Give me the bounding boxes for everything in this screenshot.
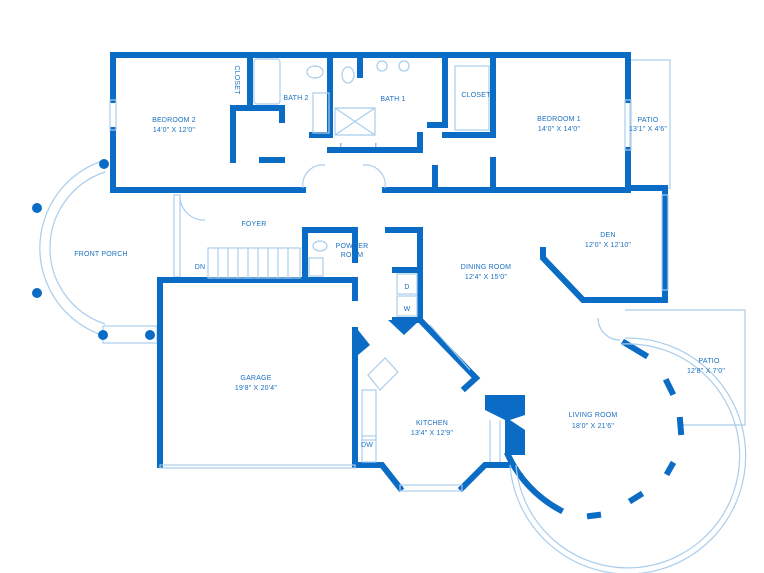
stairs-icon bbox=[207, 247, 301, 279]
dishwasher-label: DW bbox=[361, 442, 373, 449]
porch-column-icon bbox=[32, 288, 42, 298]
toilet-icon bbox=[312, 240, 328, 252]
den-label: DEN bbox=[600, 232, 615, 239]
linen-closet-label: L bbox=[375, 143, 379, 150]
patio-outlines bbox=[625, 59, 746, 426]
washer-label: W bbox=[404, 306, 411, 313]
stove-icon bbox=[367, 357, 399, 391]
porch-column-icon bbox=[99, 159, 109, 169]
porch-column-icon bbox=[145, 330, 155, 340]
sink-icon bbox=[308, 257, 324, 277]
dining-room-size: 12'4" X 15'0" bbox=[465, 274, 507, 281]
kitchen-label: KITCHEN bbox=[416, 420, 448, 427]
shower-icon bbox=[334, 107, 376, 136]
closet-rod bbox=[454, 65, 490, 131]
foyer-label: FOYER bbox=[241, 221, 266, 228]
dryer-label: D bbox=[404, 284, 409, 291]
room-labels: BEDROOM 2 14'0" X 12'0" CLOSET BATH 2 BA… bbox=[74, 65, 725, 449]
linen-closet-label: L bbox=[340, 143, 344, 150]
living-room-label: LIVING ROOM bbox=[569, 412, 618, 419]
front-porch-label: FRONT PORCH bbox=[74, 251, 127, 258]
patio-label: PATIO bbox=[638, 117, 659, 124]
sink-icon bbox=[398, 60, 410, 72]
patio-label: PATIO bbox=[699, 358, 720, 365]
patio-size: 12'8" X 7'0" bbox=[687, 368, 725, 375]
sink-icon bbox=[376, 60, 388, 72]
closet-label: CLOSET bbox=[461, 92, 491, 99]
walls bbox=[110, 52, 685, 520]
bath2-label: BATH 2 bbox=[283, 95, 308, 102]
living-room-size: 18'0" X 21'6" bbox=[572, 423, 614, 430]
vanity-icon bbox=[312, 92, 330, 134]
fixtures bbox=[207, 58, 501, 463]
closet-label: CLOSET bbox=[233, 65, 240, 95]
bedroom2-label: BEDROOM 2 bbox=[152, 117, 196, 124]
bedroom1-label: BEDROOM 1 bbox=[537, 116, 581, 123]
windows bbox=[109, 99, 669, 492]
garage-size: 19'8" X 20'4" bbox=[235, 385, 277, 392]
kitchen-size: 13'4" X 12'9" bbox=[411, 430, 453, 437]
den-size: 12'0" X 12'10" bbox=[585, 242, 632, 249]
bedroom2-size: 14'0" X 12'0" bbox=[153, 127, 195, 134]
porch-column-icon bbox=[32, 203, 42, 213]
powder-room-label: POWDER bbox=[336, 243, 369, 250]
patio-size: 13'1" X 4'6" bbox=[629, 126, 667, 133]
bedroom1-size: 14'0" X 14'0" bbox=[538, 126, 580, 133]
toilet-icon bbox=[306, 65, 324, 79]
garage-label: GARAGE bbox=[240, 375, 271, 382]
powder-room-label: ROOM bbox=[341, 252, 364, 259]
dining-room-label: DINING ROOM bbox=[461, 264, 511, 271]
toilet-icon bbox=[341, 66, 355, 84]
bath1-label: BATH 1 bbox=[380, 96, 405, 103]
sink-icon bbox=[361, 389, 377, 441]
bathtub-icon bbox=[253, 58, 281, 105]
stairs-down-label: DN bbox=[195, 264, 206, 271]
living-room-window-arc bbox=[509, 317, 747, 573]
porch-column-icon bbox=[98, 330, 108, 340]
